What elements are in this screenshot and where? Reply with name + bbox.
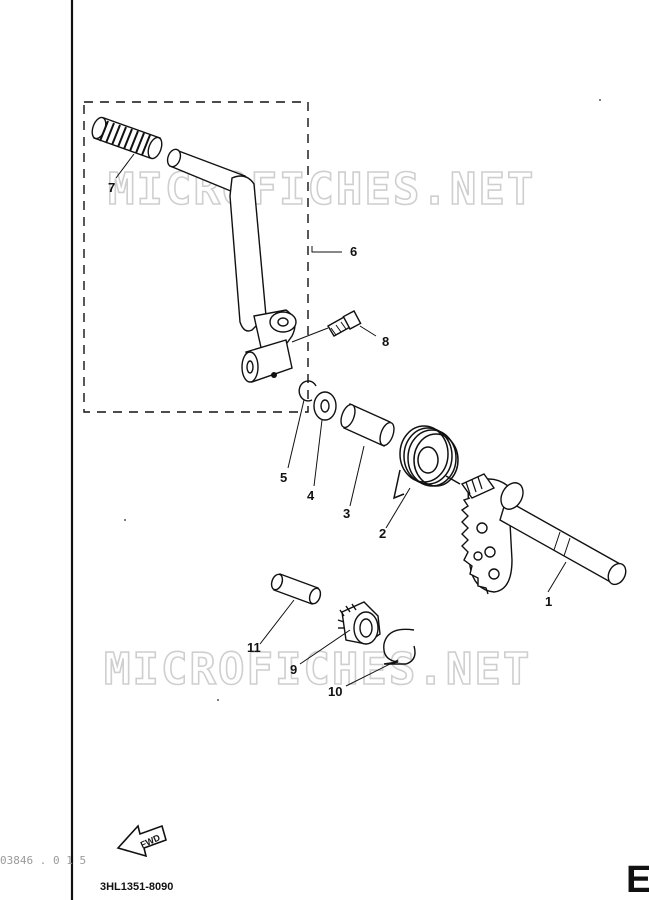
label-part-10: 10 bbox=[328, 684, 342, 699]
label-part-8: 8 bbox=[382, 334, 389, 349]
label-part-3: 3 bbox=[343, 506, 350, 521]
part-10-clip bbox=[383, 628, 416, 665]
label-part-1: 1 bbox=[545, 594, 552, 609]
part-5-circlip bbox=[298, 380, 317, 402]
label-part-6: 6 bbox=[350, 244, 357, 259]
watermark-bottom: MICROFICHES.NET bbox=[104, 644, 531, 695]
label-part-7: 7 bbox=[108, 180, 115, 195]
speck bbox=[217, 699, 219, 701]
side-code: 03846 . 0 1 5 bbox=[0, 854, 86, 867]
fwd-arrow-icon: FWD bbox=[116, 824, 167, 858]
leader-lines bbox=[115, 153, 567, 687]
part-2-spring bbox=[392, 425, 461, 500]
label-part-11: 11 bbox=[247, 640, 261, 655]
part-3-collar bbox=[340, 403, 395, 447]
label-part-9: 9 bbox=[290, 662, 297, 677]
assembly-box bbox=[83, 101, 309, 413]
part-11-pin bbox=[270, 573, 322, 605]
speck bbox=[599, 99, 601, 101]
speck bbox=[124, 519, 126, 521]
part-4-washer bbox=[313, 391, 337, 421]
part-1-kick-axle bbox=[460, 473, 627, 595]
label-part-4: 4 bbox=[307, 488, 315, 503]
part-6-kick-crank bbox=[166, 148, 297, 383]
part-7-grip bbox=[91, 116, 163, 160]
watermark-top: MICROFICHES.NET bbox=[108, 164, 535, 215]
label-part-5: 5 bbox=[280, 470, 287, 485]
label-part-2: 2 bbox=[379, 526, 386, 541]
part-8-bolt bbox=[327, 310, 362, 337]
page-letter: E bbox=[626, 859, 649, 900]
part-9-gear bbox=[337, 601, 381, 645]
drawing-code: 3HL1351-8090 bbox=[100, 881, 173, 893]
